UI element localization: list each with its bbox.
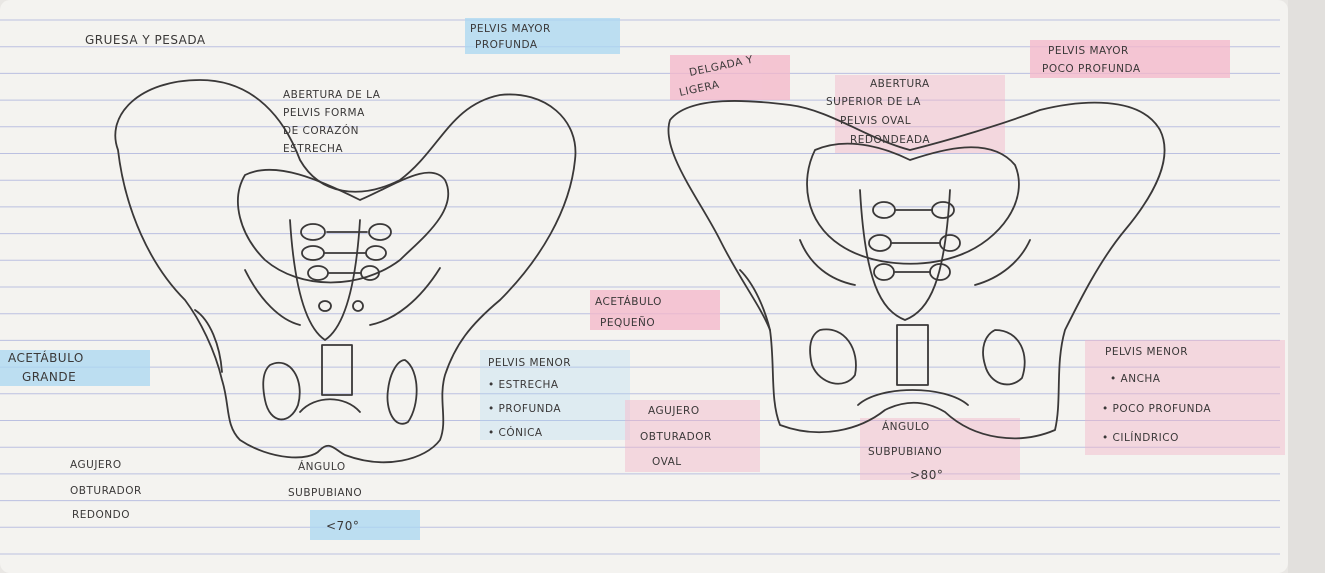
left-agujero-2: OBTURADOR: [70, 485, 142, 497]
left-pelvis-menor-0: PELVIS MENOR: [488, 357, 571, 369]
right-agujero-3: OVAL: [652, 456, 682, 468]
left-abertura-3: DE CORAZÓN: [283, 124, 359, 137]
left-abertura-4: ESTRECHA: [283, 143, 343, 155]
right-pelvis-mayor-2: POCO PROFUNDA: [1042, 63, 1141, 75]
left-agujero-3: REDONDO: [72, 509, 130, 521]
left-acetabulo-1: ACETÁBULO: [8, 350, 84, 365]
right-abertura-3: PELVIS OVAL: [840, 115, 911, 127]
left-agujero-1: AGUJERO: [70, 459, 122, 471]
right-acetabulo-1: ACETÁBULO: [595, 295, 662, 308]
left-pelvis-mayor-1: PELVIS MAYOR: [470, 23, 551, 35]
right-pelvis-mayor-1: PELVIS MAYOR: [1048, 45, 1129, 57]
right-acetabulo-2: PEQUEÑO: [600, 316, 655, 329]
left-pelvis-mayor-2: PROFUNDA: [475, 39, 538, 51]
right-pelvis-menor-2: • POCO PROFUNDA: [1102, 403, 1211, 415]
left-acetabulo-2: GRANDE: [22, 370, 76, 384]
left-abertura-2: PELVIS FORMA: [283, 107, 365, 119]
right-angulo-3: >80°: [910, 468, 943, 482]
right-agujero-1: AGUJERO: [648, 405, 700, 417]
left-pelvis-menor-2: • PROFUNDA: [488, 403, 561, 415]
left-pelvis-menor-3: • CÓNICA: [488, 426, 543, 439]
left-angulo-3: <70°: [326, 519, 359, 533]
right-abertura-2: SUPERIOR DE LA: [826, 96, 921, 108]
left-angulo-2: SUBPUBIANO: [288, 487, 362, 499]
right-angulo-1: ÁNGULO: [882, 420, 930, 433]
left-title: GRUESA Y PESADA: [85, 33, 206, 47]
right-pelvis-menor-1: • ANCHA: [1110, 373, 1161, 385]
right-agujero-2: OBTURADOR: [640, 431, 712, 443]
right-pelvis-menor-0: PELVIS MENOR: [1105, 346, 1188, 358]
right-abertura-4: REDONDEADA: [850, 134, 930, 146]
left-angulo-1: ÁNGULO: [298, 460, 346, 473]
left-abertura-1: ABERTURA DE LA: [283, 89, 381, 101]
right-angulo-2: SUBPUBIANO: [868, 446, 942, 458]
right-pelvis-menor-3: • CILÍNDRICO: [1102, 431, 1179, 444]
paper-edge: [1288, 0, 1325, 573]
right-abertura-1: ABERTURA: [870, 78, 930, 90]
left-pelvis-menor-1: • ESTRECHA: [488, 379, 559, 391]
